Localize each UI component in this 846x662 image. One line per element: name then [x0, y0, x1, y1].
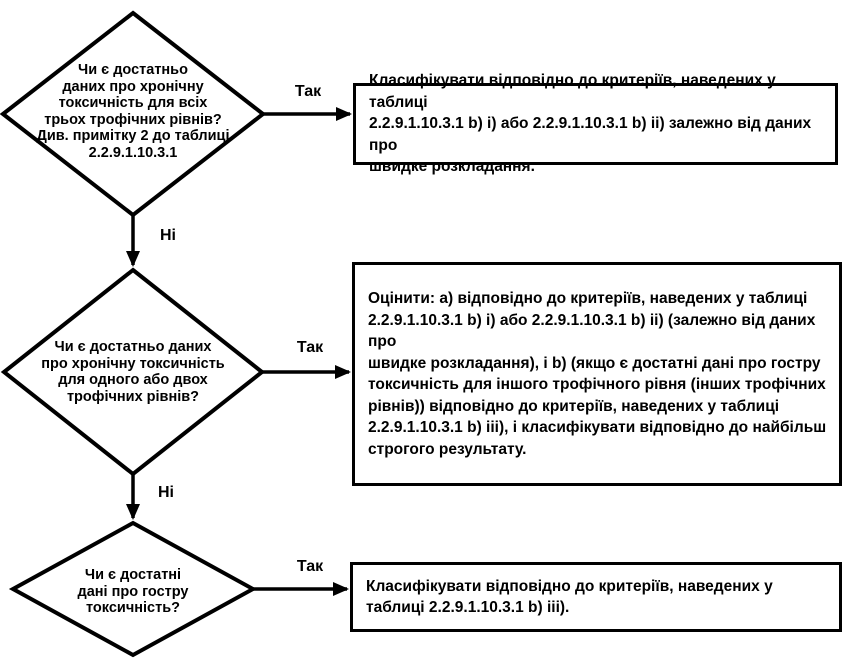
result-text-3: Класифікувати відповідно до критеріїв, н… [366, 577, 773, 617]
decision-diamond-3 [8, 520, 258, 658]
yes-label-2: Так [296, 339, 324, 356]
yes-label-1: Так [294, 83, 322, 100]
result-box-1: Класифікувати відповідно до критеріїв, н… [353, 72, 838, 175]
result-text-1: Класифікувати відповідно до критеріїв, н… [369, 72, 812, 176]
yes-label-3: Так [296, 558, 324, 575]
decision-question-3: Чи є достатні дані про гостру токсичніст… [77, 567, 189, 616]
result-box-3: Класифікувати відповідно до критеріїв, н… [350, 562, 842, 632]
decision-question-1: Чи є достатньо даних про хронічну токсич… [36, 62, 230, 161]
no-label-1: Ні [160, 227, 176, 244]
decision-question-2: Чи є достатньо даних про хронічну токсич… [41, 339, 225, 405]
no-label-2: Ні [158, 484, 174, 501]
result-text-2: Оцінити: а) відповідно до критеріїв, нав… [368, 290, 827, 458]
result-box-2: Оцінити: а) відповідно до критеріїв, нав… [352, 262, 842, 486]
